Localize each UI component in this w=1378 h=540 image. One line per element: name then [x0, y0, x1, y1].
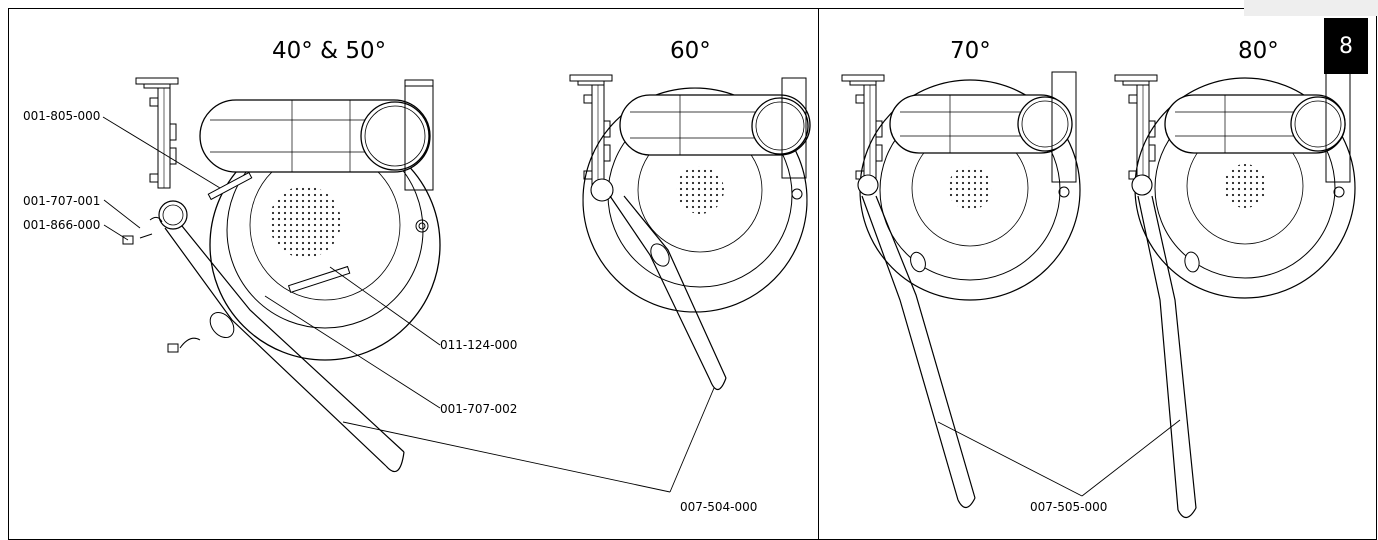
part-label-001-707-002: 001-707-002	[440, 402, 518, 416]
part-label-001-805-000: 001-805-000	[23, 109, 101, 123]
corner-tab	[1244, 0, 1378, 16]
angle-label-40-50: 40° & 50°	[272, 38, 387, 64]
angle-label-80: 80°	[1238, 38, 1279, 64]
part-label-001-707-001: 001-707-001	[23, 194, 101, 208]
part-label-007-505-000: 007-505-000	[1030, 500, 1108, 514]
leader-lines	[102, 116, 1181, 497]
part-label-001-866-000: 001-866-000	[23, 218, 101, 232]
angle-label-70: 70°	[950, 38, 991, 64]
unit-60	[569, 74, 811, 391]
part-label-007-504-000: 007-504-000	[680, 500, 758, 514]
unit-70	[841, 71, 1081, 509]
unit-80	[1114, 71, 1356, 519]
angle-label-60: 60°	[670, 38, 711, 64]
unit-40-50	[122, 77, 441, 473]
page-number-badge: 8	[1324, 18, 1368, 74]
part-label-011-124-000: 011-124-000	[440, 338, 518, 352]
